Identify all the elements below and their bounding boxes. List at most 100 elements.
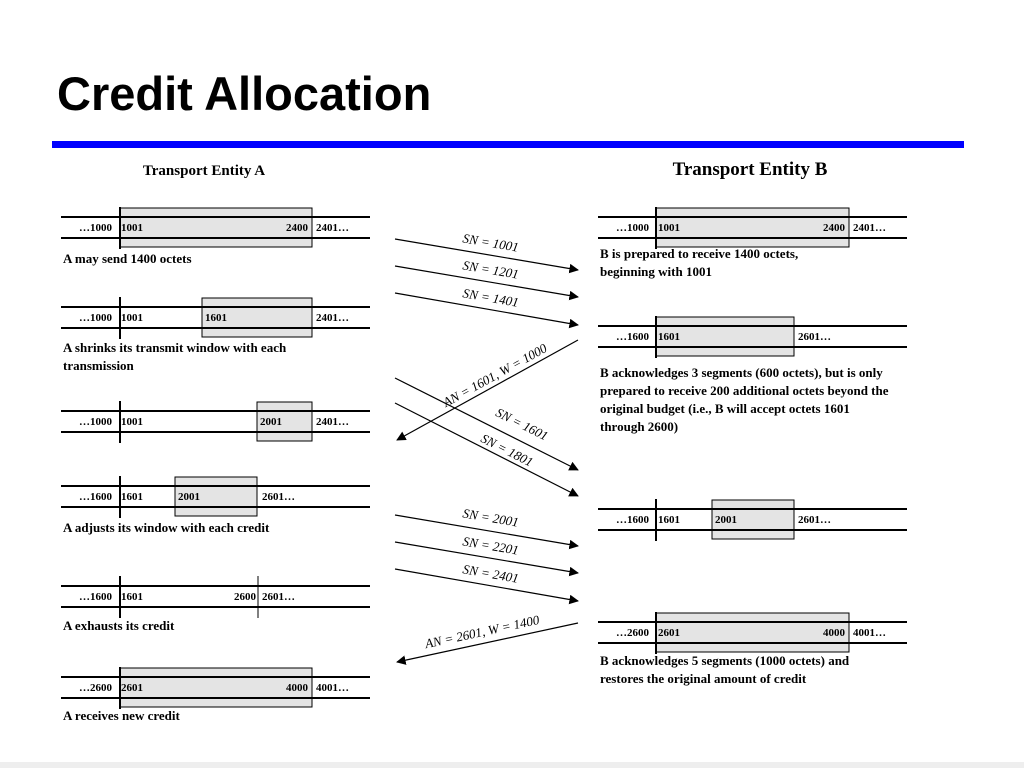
b-row-caption: prepared to receive 200 additional octet…: [600, 383, 889, 398]
a-window-row: …1000 1001 1601 2401… A shrinks its transmit…: [61, 297, 370, 373]
b-window-row: …1600 1601 2601… B acknowledges 3 segments …: [598, 316, 907, 434]
title-rule: [52, 141, 964, 148]
a-row-caption: A shrinks its transmit window with each: [63, 340, 287, 355]
a-row-caption: A exhausts its credit: [63, 618, 175, 633]
a-row-caption: A receives new credit: [63, 708, 181, 723]
row-after-value: 2601…: [262, 491, 295, 503]
row-start-value: 1601: [658, 514, 680, 526]
message-label: SN = 1201: [462, 257, 520, 281]
a-row-caption: transmission: [63, 358, 135, 373]
b-window-row: …1000 1001 2400 2401… B is prepared to recei…: [598, 207, 907, 279]
row-after-value: 2601…: [798, 331, 831, 343]
row-start-value: 1601: [121, 491, 143, 503]
a-window-row: …1600 1601 2600 2601… A exhausts its credit: [61, 576, 370, 633]
b-window-row: …1600 1601 2001 2601…: [598, 499, 907, 541]
row-lower-value: …1000: [616, 222, 650, 234]
b-window-box: [711, 499, 795, 540]
message-label: AN = 1601, W = 1000: [439, 340, 550, 410]
row-window-value: 2001: [715, 514, 737, 526]
message-label: SN = 2201: [462, 533, 520, 557]
b-row-caption: through 2600): [600, 419, 678, 434]
row-start-value: 1001: [121, 416, 143, 428]
message-label: SN = 1001: [462, 230, 520, 254]
b-window-box: [655, 612, 850, 653]
a-window-row: …2600 2601 4000 4001… A receives new credit: [61, 667, 370, 723]
arrow-line: [394, 292, 579, 329]
row-end-value: 4000: [286, 682, 309, 694]
row-start-value: 2601: [658, 627, 680, 639]
row-start-value: 1601: [658, 331, 680, 343]
arrow-line: [396, 622, 579, 665]
arrow-line: [394, 568, 579, 605]
row-end-value: 4000: [823, 627, 846, 639]
message-arrow: SN = 1601: [394, 377, 579, 471]
row-after-value: 4001…: [316, 682, 349, 694]
b-row-caption: beginning with 1001: [600, 264, 712, 279]
row-window-value: 1601: [205, 312, 227, 324]
row-end-value: 2600: [234, 591, 257, 603]
message-label: SN = 1601: [493, 405, 550, 444]
slide-title: Credit Allocation: [57, 67, 432, 120]
row-start-value: 1001: [121, 312, 143, 324]
a-row-caption: A may send 1400 octets: [63, 251, 192, 266]
row-start-value: 1001: [121, 222, 143, 234]
a-window-box: [119, 667, 313, 708]
entity-b-heading: Transport Entity B: [673, 159, 828, 180]
arrow-line: [396, 339, 579, 441]
row-window-value: 2001: [178, 491, 200, 503]
row-lower-value: …1600: [79, 491, 113, 503]
b-row-caption: original budget (i.e., B will accept oct…: [600, 401, 850, 416]
entity-a-heading: Transport Entity A: [143, 163, 265, 179]
row-start-value: 1001: [658, 222, 680, 234]
b-window-box: [655, 207, 850, 248]
row-lower-value: …2600: [616, 627, 650, 639]
a-window-box: [201, 297, 313, 338]
arrow-line: [394, 265, 579, 301]
arrow-line: [394, 541, 579, 577]
a-window-row: …1000 1001 2001 2401…: [61, 401, 370, 443]
row-lower-value: …2600: [79, 682, 113, 694]
row-after-value: 4001…: [853, 627, 886, 639]
a-window-box: [174, 476, 258, 517]
a-window-box: [119, 207, 313, 248]
message-arrow: SN = 1401: [394, 285, 579, 329]
row-window-value: 2001: [260, 416, 282, 428]
row-start-value: 2601: [121, 682, 143, 694]
arrow-line: [394, 514, 579, 550]
row-lower-value: …1600: [616, 514, 650, 526]
row-end-value: 2400: [286, 222, 309, 234]
row-after-value: 2401…: [316, 416, 349, 428]
row-lower-value: …1600: [616, 331, 650, 343]
b-row-caption: restores the original amount of credit: [600, 671, 807, 686]
row-after-value: 2401…: [316, 222, 349, 234]
a-window-row: …1000 1001 2400 2401… A may send 1400 octets: [61, 207, 370, 266]
arrow-line: [394, 402, 579, 497]
message-label: SN = 2001: [462, 505, 520, 529]
a-window-row: …1600 1601 2001 2601… A adjusts its window w…: [61, 476, 370, 535]
row-end-value: 2400: [823, 222, 846, 234]
message-arrow: SN = 1801: [394, 402, 579, 497]
a-row-caption: A adjusts its window with each credit: [63, 520, 270, 535]
row-after-value: 2401…: [316, 312, 349, 324]
arrow-line: [394, 377, 579, 471]
message-label: AN = 2601, W = 1400: [423, 612, 541, 652]
message-arrow: SN = 2401: [394, 561, 579, 605]
a-window-box: [256, 401, 313, 442]
row-lower-value: …1000: [79, 222, 113, 234]
row-after-value: 2601…: [262, 591, 295, 603]
message-arrow: AN = 2601, W = 1400: [396, 612, 579, 665]
arrow-line: [394, 238, 579, 274]
row-after-value: 2401…: [853, 222, 886, 234]
b-window-box: [655, 316, 795, 357]
b-row-caption: B acknowledges 5 segments (1000 octets) …: [600, 653, 850, 668]
row-lower-value: …1600: [79, 591, 113, 603]
row-lower-value: …1000: [79, 416, 113, 428]
row-start-value: 1601: [121, 591, 143, 603]
b-window-row: …2600 2601 4000 4001… B acknowledges 5 segme…: [598, 612, 907, 686]
b-row-caption: B acknowledges 3 segments (600 octets), …: [600, 365, 883, 380]
row-after-value: 2601…: [798, 514, 831, 526]
footer-strip: [0, 762, 1024, 768]
b-row-caption: B is prepared to receive 1400 octets,: [600, 246, 798, 261]
row-lower-value: …1000: [79, 312, 113, 324]
